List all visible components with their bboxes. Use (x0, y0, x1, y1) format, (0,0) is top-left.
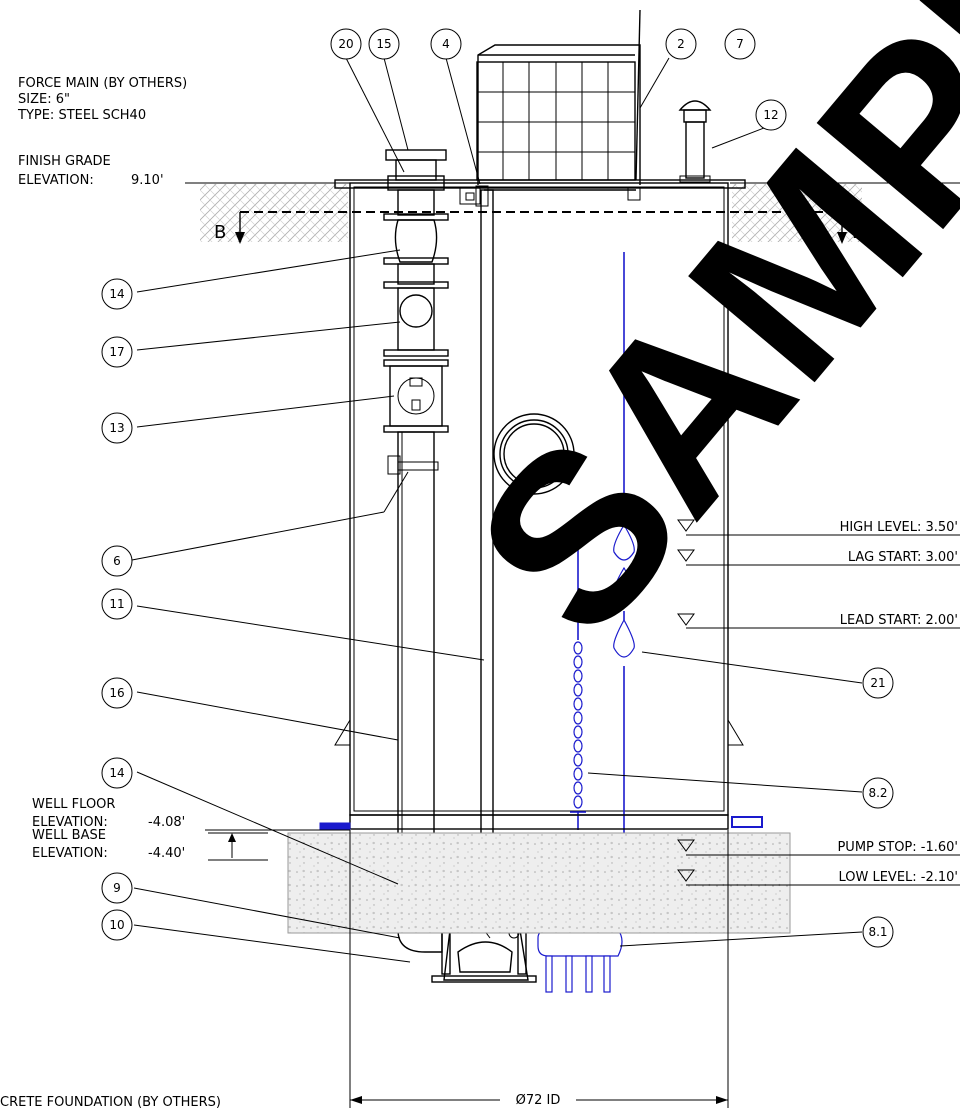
svg-text:11: 11 (109, 597, 124, 611)
svg-text:4: 4 (442, 37, 450, 51)
foundation-note: CRETE FOUNDATION (BY OTHERS) (0, 1095, 221, 1110)
well-base-line1: WELL BASE (32, 828, 106, 843)
finish-grade-value: 9.10' (131, 173, 164, 188)
well-base-label: ELEVATION: (32, 846, 108, 861)
svg-text:21: 21 (870, 676, 885, 690)
callout-14-top: 14 (101, 278, 133, 310)
section-mark-left: B (214, 222, 226, 243)
hatch-handle (635, 9, 641, 181)
callout-4: 4 (430, 28, 462, 60)
force-main-title: FORCE MAIN (BY OTHERS) (18, 76, 187, 91)
callout-leaders (131, 57, 863, 963)
section-line-b-b: B B (214, 211, 864, 244)
level-low: LOW LEVEL: -2.10' (838, 870, 958, 885)
callout-12: 12 (755, 99, 787, 131)
level-lag-start: LAG START: 3.00' (848, 550, 958, 565)
safety-grate (476, 44, 641, 185)
callout-6: 6 (101, 545, 133, 577)
level-high: HIGH LEVEL: 3.50' (840, 520, 958, 535)
svg-text:8.1: 8.1 (868, 925, 887, 939)
finish-grade-label: ELEVATION: (18, 173, 94, 188)
inlet-pipe (493, 413, 575, 495)
lifting-chain (570, 522, 586, 830)
callout-7: 7 (724, 28, 756, 60)
svg-text:16: 16 (109, 686, 124, 700)
well-floor-line1: WELL FLOOR (32, 797, 115, 812)
level-markers: HIGH LEVEL: 3.50' LAG START: 3.00' LEAD … (677, 519, 960, 886)
callout-21: 21 (862, 667, 894, 699)
level-pump-stop: PUMP STOP: -1.60' (837, 840, 958, 855)
level-lead-start: LEAD START: 2.00' (840, 613, 958, 628)
callout-14-bottom: 14 (101, 757, 133, 789)
section-mark-right: B (852, 222, 864, 243)
well-base-value: -4.40' (148, 846, 185, 861)
callout-9: 9 (101, 872, 133, 904)
svg-text:7: 7 (736, 37, 744, 51)
soil-hatching (200, 184, 862, 242)
svg-text:13: 13 (109, 421, 124, 435)
callout-16: 16 (101, 677, 133, 709)
svg-text:9: 9 (113, 881, 121, 895)
callout-11: 11 (101, 588, 133, 620)
callout-17: 17 (101, 336, 133, 368)
callout-20: 20 (330, 28, 362, 60)
svg-text:14: 14 (109, 287, 124, 301)
svg-text:6: 6 (113, 554, 121, 568)
svg-text:14: 14 (109, 766, 124, 780)
callout-8-1: 8.1 (862, 916, 894, 948)
callout-2: 2 (665, 28, 697, 60)
concrete-foundation (287, 832, 791, 934)
finish-grade-line1: FINISH GRADE (18, 154, 111, 169)
force-main-size: SIZE: 6" (18, 92, 70, 107)
well-base-dimension (208, 832, 268, 861)
well-floor-value: -4.08' (148, 815, 185, 830)
callout-10: 10 (101, 909, 133, 941)
watermark: SAMPLE (424, 0, 960, 683)
diameter-dimension: Ø72 ID (349, 830, 729, 1108)
well-floor-label: ELEVATION: (32, 815, 108, 830)
well-floor (319, 814, 763, 830)
svg-text:10: 10 (109, 918, 124, 932)
callout-13: 13 (101, 412, 133, 444)
svg-text:12: 12 (763, 108, 778, 122)
svg-text:2: 2 (677, 37, 685, 51)
callout-15: 15 (368, 28, 400, 60)
svg-text:17: 17 (109, 345, 124, 359)
svg-text:15: 15 (376, 37, 391, 51)
diameter-label: Ø72 ID (516, 1093, 561, 1108)
callout-8-2: 8.2 (862, 777, 894, 809)
svg-text:20: 20 (338, 37, 353, 51)
svg-text:8.2: 8.2 (868, 786, 887, 800)
callouts: 20 15 4 2 7 12 14 17 13 6 11 16 14 9 10 … (101, 28, 894, 948)
force-main-type: TYPE: STEEL SCH40 (17, 108, 146, 123)
vent-pipe (678, 100, 712, 183)
